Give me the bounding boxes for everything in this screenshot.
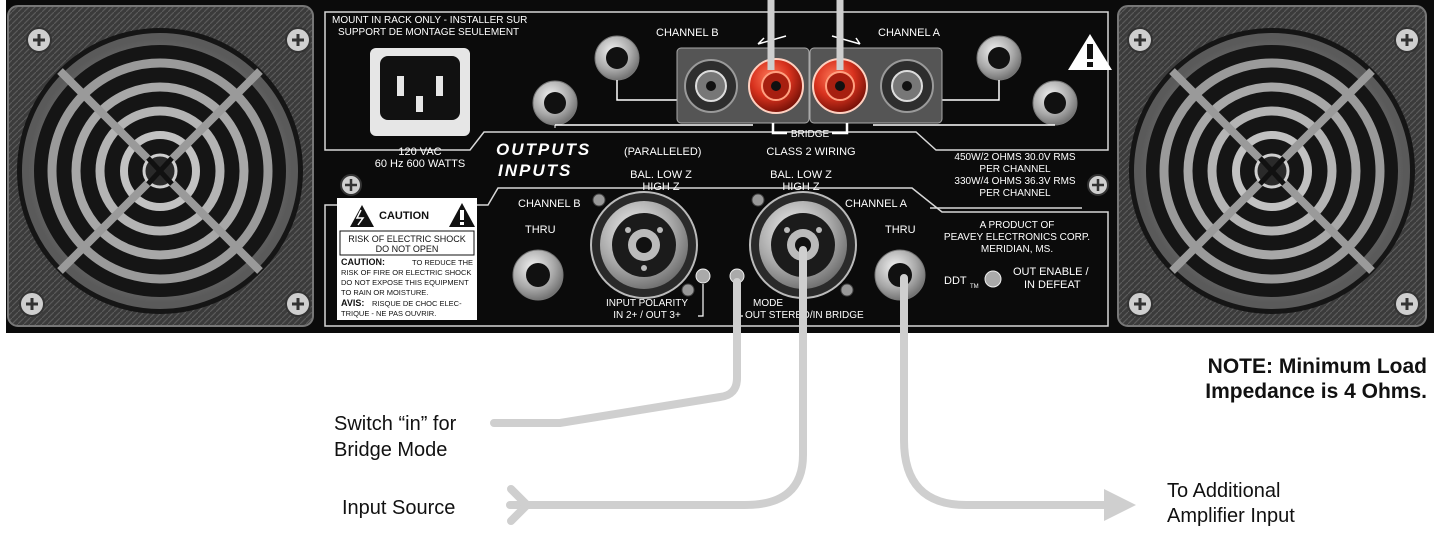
output-jack-a-lower[interactable]	[1032, 80, 1078, 126]
output-jack-a-upper[interactable]	[976, 35, 1022, 81]
power-voltage: 120 VAC	[398, 146, 441, 158]
inputs-heading: INPUTS	[498, 161, 572, 180]
bridge-bracket	[771, 123, 849, 135]
outputs-channel-b-label: CHANNEL B	[656, 27, 719, 39]
warning-triangle-icon	[1068, 34, 1112, 70]
spec-line3: 330W/4 OHMS 36.3V RMS	[954, 176, 1075, 187]
input-a-highz-label: HIGH Z	[782, 181, 820, 193]
caution-text1: TO REDUCE THE	[412, 258, 473, 267]
thru-jack-a[interactable]	[874, 249, 926, 301]
note-line1: NOTE: Minimum Load	[1208, 355, 1427, 378]
combo-input-jack-a[interactable]	[749, 191, 857, 299]
inputs-channel-a-label: CHANNEL A	[845, 198, 908, 210]
spec-line4: PER CHANNEL	[979, 188, 1051, 199]
ddt-label: DDT	[944, 275, 967, 287]
inputs-channel-b-label: CHANNEL B	[518, 198, 581, 210]
caution-text3: DO NOT EXPOSE THIS EQUIPMENT	[341, 278, 469, 287]
input-polarity-values: IN 2+ / OUT 3+	[613, 310, 681, 321]
outputs-heading: OUTPUTS	[496, 140, 591, 159]
combo-input-jack-b[interactable]	[590, 191, 698, 299]
binding-post-block-a[interactable]	[809, 47, 943, 124]
right-cooling-fan	[1117, 5, 1427, 327]
input-b-highz-label: HIGH Z	[642, 181, 680, 193]
spec-line2: PER CHANNEL	[979, 164, 1051, 175]
additional-input-callout-line1: To Additional	[1167, 480, 1280, 502]
bridge-switch-pointer	[490, 278, 741, 427]
output-jack-b-upper[interactable]	[594, 35, 640, 81]
binding-post-block-b[interactable]	[676, 47, 810, 124]
outputs-paralleled: (PARALLELED)	[624, 146, 701, 158]
additional-input-callout-line2: Amplifier Input	[1167, 505, 1295, 527]
input-source-tail-icon	[507, 485, 531, 525]
class2-wiring-label: CLASS 2 WIRING	[766, 146, 855, 158]
avis-text1: RISQUE DE CHOC ELEC-	[372, 299, 462, 308]
switch-callout-line2: Bridge Mode	[334, 439, 447, 461]
bridge-label: BRIDGE	[791, 129, 830, 140]
ddt-out-enable: OUT ENABLE /	[1013, 266, 1090, 278]
thru-a-label: THRU	[885, 224, 916, 236]
input-polarity-label: INPUT POLARITY	[606, 298, 688, 309]
arrowhead-icon	[1104, 489, 1136, 521]
product-line2: PEAVEY ELECTRONICS CORP.	[944, 232, 1090, 243]
thru-b-label: THRU	[525, 224, 556, 236]
caution-text2: RISK OF FIRE OR ELECTRIC SHOCK	[341, 268, 471, 277]
input-polarity-switch[interactable]	[695, 268, 711, 284]
avis-text2: TRIQUE - NE PAS OUVRIR.	[341, 309, 436, 318]
caution-shock-line1: RISK OF ELECTRIC SHOCK	[348, 234, 466, 244]
input-a-bal-label: BAL. LOW Z	[770, 169, 832, 181]
caution-sublabel: CAUTION:	[341, 257, 385, 267]
ddt-switch[interactable]	[984, 270, 1002, 288]
outputs-channel-a-label: CHANNEL A	[878, 27, 941, 39]
switch-callout-line1: Switch “in” for	[334, 413, 457, 435]
mount-warning-line1: MOUNT IN RACK ONLY - INSTALLER SUR	[332, 15, 527, 26]
input-source-cable	[506, 246, 807, 509]
avis-sublabel: AVIS:	[341, 298, 364, 308]
power-inlet	[370, 48, 470, 136]
caution-text4: TO RAIN OR MOISTURE.	[341, 288, 428, 297]
inputs-panel-outline	[324, 187, 1109, 327]
ddt-tm: TM	[970, 284, 979, 290]
left-cooling-fan	[7, 5, 314, 327]
outputs-panel-outline	[324, 11, 1109, 151]
spec-line1: 450W/2 OHMS 30.0V RMS	[954, 152, 1075, 163]
caution-label: CAUTION RISK OF ELECTRIC SHOCK DO NOT OP…	[337, 198, 477, 320]
input-b-bal-label: BAL. LOW Z	[630, 169, 692, 181]
input-source-callout: Input Source	[342, 497, 455, 519]
caution-title: CAUTION	[379, 210, 429, 222]
note-line2: Impedance is 4 Ohms.	[1205, 380, 1427, 403]
product-line1: A PRODUCT OF	[980, 220, 1055, 231]
caution-shock-line2: DO NOT OPEN	[376, 244, 439, 254]
thru-output-cable	[900, 274, 1114, 509]
mode-label: MODE	[753, 298, 783, 309]
mount-warning-line2: SUPPORT DE MONTAGE SEULEMENT	[338, 27, 519, 38]
power-rating: 60 Hz 600 WATTS	[375, 158, 465, 170]
ddt-in-defeat: IN DEFEAT	[1024, 279, 1081, 291]
thru-jack-b[interactable]	[512, 249, 564, 301]
output-jack-b-lower[interactable]	[532, 80, 578, 126]
product-line3: MERIDIAN, MS.	[981, 244, 1053, 255]
